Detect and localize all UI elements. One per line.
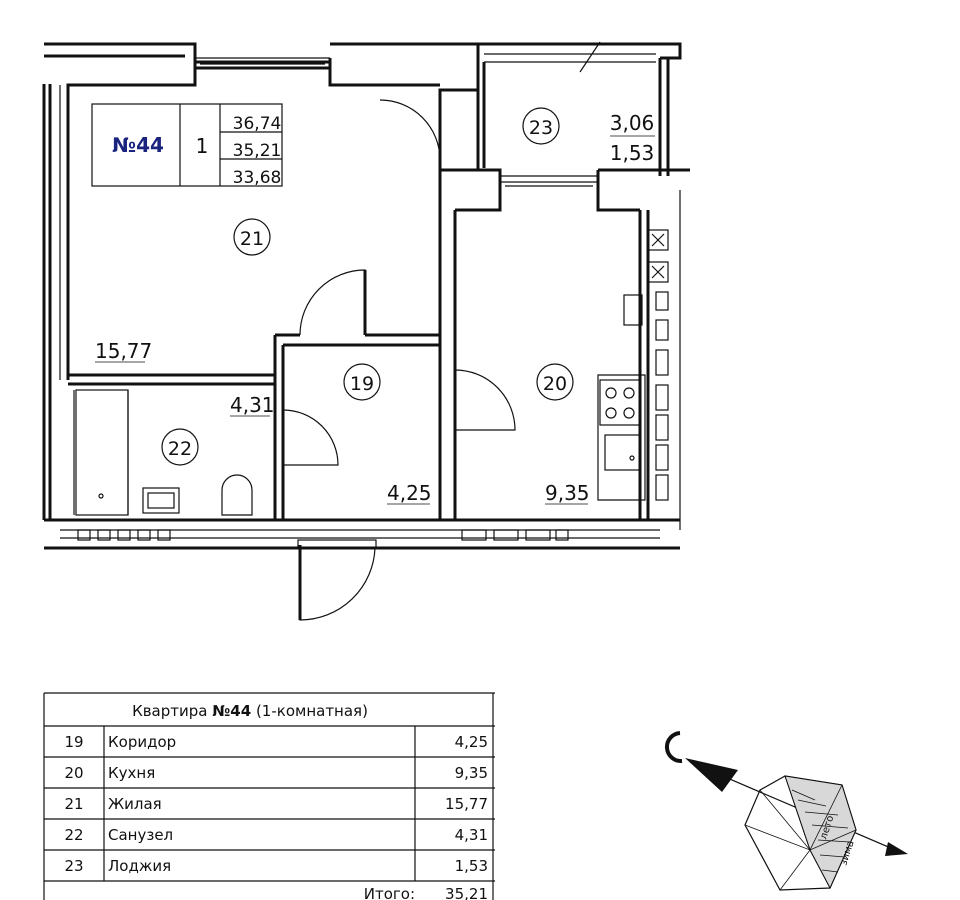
outer-walls: [42, 41, 690, 550]
north-arrow-icon: [685, 758, 738, 792]
room-20-marker: [536, 363, 574, 401]
area-total: 36,74: [233, 114, 282, 134]
table-row-num: 19: [64, 733, 83, 751]
room-23-area: 3,06: [610, 111, 655, 135]
room-19-marker: [343, 363, 381, 401]
room-22-area: 4,31: [230, 393, 275, 417]
table-row-name: Жилая: [108, 795, 162, 813]
room-19-id: 19: [350, 373, 374, 395]
wind-rose-icon: лето зима: [744, 775, 857, 891]
rooms-table: Квартира №44 (1-комнатная) 19 Коридор 4,…: [43, 692, 495, 900]
table-row-area: 15,77: [445, 795, 488, 813]
table-row-num: 20: [64, 764, 83, 782]
room-23-area-reduced: 1,53: [610, 141, 655, 165]
room-labels: 21 15,77 19 4,25 20 9,35 22 4,31 23 3,06…: [95, 107, 655, 505]
table-total-value: 35,21: [445, 885, 488, 900]
table-total-label: Итого:: [364, 885, 415, 900]
table-title: Квартира №44 (1-комнатная): [132, 702, 368, 720]
table-row-name: Коридор: [108, 733, 176, 751]
rooms-count: 1: [196, 134, 209, 158]
table-row-name: Санузел: [108, 826, 173, 844]
room-19-area: 4,25: [387, 481, 432, 505]
interior-walls: [68, 170, 669, 541]
room-23-marker: [522, 107, 560, 145]
table-row-num: 21: [64, 795, 83, 813]
table-row-num: 22: [64, 826, 83, 844]
room-20-area: 9,35: [545, 481, 590, 505]
compass: [664, 731, 908, 856]
room-22-marker: [161, 428, 199, 466]
room-20-id: 20: [543, 373, 567, 395]
north-symbol-icon: [664, 731, 683, 764]
table-row-area: 1,53: [455, 857, 488, 875]
doors: [281, 99, 516, 621]
room-23-id: 23: [529, 117, 553, 139]
table-row-area: 9,35: [455, 764, 488, 782]
apartment-info-box: №44 1 36,74 35,21 33,68: [91, 103, 283, 188]
table-row-name: Кухня: [108, 764, 155, 782]
table-row-area: 4,25: [455, 733, 488, 751]
room-21-marker: [233, 218, 271, 256]
area-living: 33,68: [233, 168, 282, 188]
room-21-area: 15,77: [95, 339, 152, 363]
table-row-num: 23: [64, 857, 83, 875]
table-row-area: 4,31: [455, 826, 488, 844]
room-22-id: 22: [168, 438, 192, 460]
room-21-id: 21: [240, 228, 264, 250]
apartment-number: №44: [112, 133, 164, 157]
table-row-name: Лоджия: [108, 857, 171, 875]
area-main: 35,21: [233, 141, 282, 161]
